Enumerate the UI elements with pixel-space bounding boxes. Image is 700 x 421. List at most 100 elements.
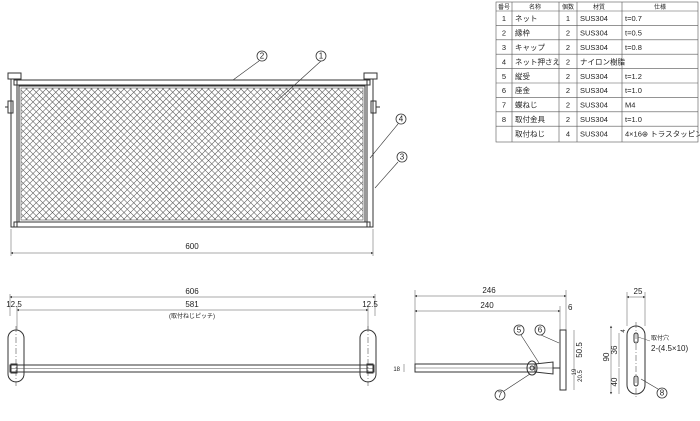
table-cell-material: SUS304 [580,101,608,110]
mesh-line [129,88,262,220]
table-cell-name: 座金 [515,85,530,95]
callout-2: 2 [232,50,268,81]
table-cell-material: SUS304 [580,29,608,38]
mesh-line [246,103,363,220]
mesh-line [21,88,100,167]
mesh-line [31,88,165,220]
callout-8: 8 [640,378,668,399]
side-height-20-5: 20.5 [578,370,584,382]
table-cell-material: SUS304 [580,86,608,95]
mesh-line [44,88,178,220]
mesh-line [213,88,347,220]
mesh-line [21,193,48,220]
callout-5: 5 [513,324,540,364]
svg-text:7: 7 [498,391,503,400]
mesh-line [21,88,145,212]
mesh-line [350,207,363,220]
table-cell-spec: t=1.0 [625,115,642,124]
table-cell-qty: 2 [566,72,570,81]
mesh-line [356,88,363,95]
svg-text:5: 5 [517,326,522,335]
plan-right-offset: 12.5 [362,300,378,309]
side-height-18: 18 [393,367,400,373]
mesh-line [109,88,243,220]
mesh-line [200,88,334,220]
hole-label: 取付穴 [651,334,669,342]
mesh-line [21,88,87,154]
hole-spec: 2-(4.5×10) [651,344,688,353]
table-cell-no: 3 [502,43,506,52]
table-cell-material: SUS304 [580,129,608,138]
table-cell-no: 7 [502,101,506,110]
mesh-line [21,167,74,220]
top-rail [13,79,371,86]
plan-view: 606 581 (取付ねじピッチ) 12.5 12.5 [6,287,378,386]
mesh-line [21,174,67,220]
mesh-line [21,88,41,108]
mesh-line [70,88,204,220]
table-cell-qty: 2 [566,86,570,95]
table-cell-no: 2 [502,29,506,38]
mesh-line [181,88,314,220]
mesh-line [21,213,28,220]
left-cap [7,72,22,80]
mesh-line [330,187,363,220]
table-cell-qty: 2 [566,43,570,52]
mesh-line [252,109,363,220]
mesh-line [194,88,327,220]
svg-text:1: 1 [319,52,324,61]
table-cell-spec: t=0.7 [625,14,642,23]
net-frame [18,85,366,223]
mesh-line [57,88,191,220]
table-cell-name: 縦受 [515,71,530,81]
mesh-line [207,88,340,220]
callout-1: 1 [277,50,327,101]
table-header-qty: 個数 [562,3,574,11]
table-cell-name: 取付金具 [515,114,545,124]
svg-text:2: 2 [260,52,265,61]
side-height-19: 19 [572,368,578,375]
mesh-line [21,88,113,180]
mesh-line [21,88,80,147]
mesh-line [21,88,132,199]
net-mesh [21,88,363,220]
mesh-line [298,155,363,220]
mesh-line [304,88,363,147]
side-view: 246 240 6 18 50.5 20.5 19 5 6 [393,286,584,401]
wing-nut [526,360,538,376]
mesh-line [343,200,363,220]
mesh-line [330,88,363,121]
mesh-line [278,135,363,220]
side-main-dimension: 240 [480,301,494,310]
mesh-line [343,88,363,108]
bracket-dim-36: 36 [610,345,619,354]
table-cell-spec: M4 [625,101,635,110]
table-cell-no: 8 [502,115,506,124]
mesh-line [337,88,363,114]
mesh-line [21,88,139,206]
mesh-line [25,88,158,220]
mesh-line [317,174,363,220]
table-header-no: 番号 [498,4,510,11]
bracket-detail: 25 90 36 40 4 取付穴 2-(4.5×10) 8 [602,287,688,399]
mesh-line [168,88,301,220]
mesh-line [21,88,126,193]
table-cell-name: ネット押さえ [515,56,560,66]
callout-3: 3 [374,151,408,189]
mesh-line [356,213,363,220]
mesh-line [96,88,230,220]
table-cell-no: 4 [502,57,506,66]
mesh-line [135,88,269,220]
plan-left-offset: 12.5 [6,300,22,309]
mesh-line [103,88,236,220]
right-cap [363,72,378,80]
mesh-line [161,88,295,220]
mesh-line [77,88,210,220]
mesh-line [187,88,321,220]
mesh-line [51,88,184,220]
table-cell-spec: t=0.5 [625,29,642,38]
table-cell-spec: 4×16⊕ トラスタッピンねじ [625,129,700,138]
mesh-line [311,168,363,220]
mesh-line [21,88,54,121]
